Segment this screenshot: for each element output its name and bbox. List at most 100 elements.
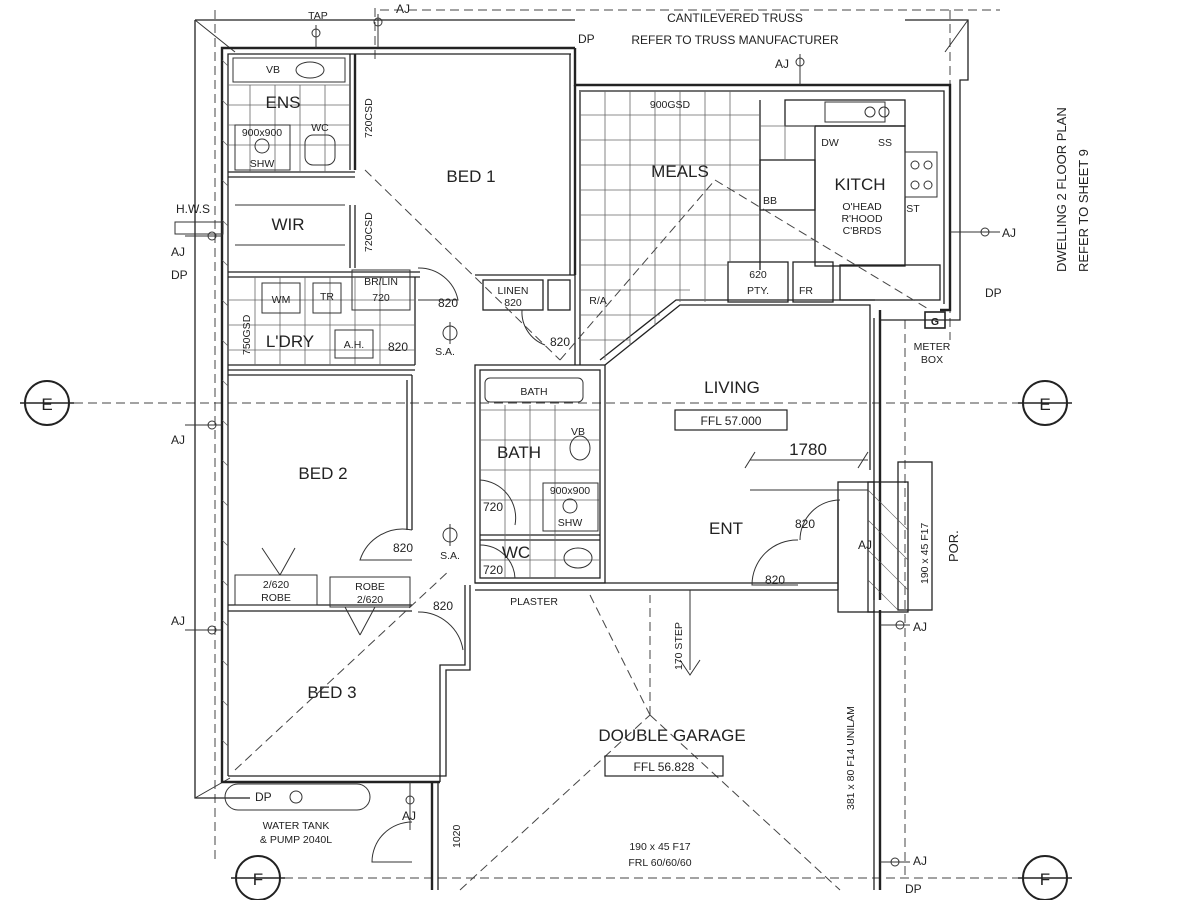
aj-marker-meals: AJ (775, 57, 789, 71)
dp-marker-left: DP (171, 268, 188, 282)
room-ent: ENT (709, 519, 743, 538)
side-note-line1: DWELLING 2 FLOOR PLAN (1054, 107, 1069, 272)
plaster-label: PLASTER (510, 596, 558, 608)
meter-box-line2: BOX (921, 354, 943, 366)
beam-porch-label: 190 x 45 F17 (919, 523, 931, 584)
water-tank-line2: & PUMP 2040L (260, 834, 332, 846)
linen-size: 820 (504, 297, 522, 309)
room-wir: WIR (271, 215, 304, 234)
bath-shower-size: 900x900 (550, 485, 590, 497)
beam-front-line2: FRL 60/60/60 (628, 857, 691, 869)
truss-note-line2: REFER TO TRUSS MANUFACTURER (631, 33, 839, 47)
linen-label: LINEN (498, 285, 529, 297)
beam-side-label: 381 x 80 F14 UNILAM (845, 706, 857, 810)
grid-bubble-f-right: F (1018, 855, 1072, 900)
dim-820-linen: 820 (550, 335, 570, 349)
fixtures (224, 57, 946, 811)
dim-820-ent2: 820 (765, 573, 785, 587)
bath-shower-label: SHW (558, 517, 583, 529)
robe1-label: ROBE (261, 592, 291, 604)
aj-marker-garage-bottom: AJ (913, 854, 927, 868)
aj-marker-right: AJ (1002, 226, 1016, 240)
ens-door-label: 720CSD (363, 98, 375, 138)
ldry-door-label: 750GSD (241, 314, 253, 355)
ra-label: R/A (589, 295, 607, 307)
st-label: ST (906, 203, 920, 215)
pantry-size: 620 (749, 269, 767, 281)
brlin-size: 720 (372, 292, 390, 304)
beam-front-line1: 190 x 45 F17 (629, 841, 690, 853)
ens-vb-label: VB (266, 64, 280, 76)
robe2-size: 2/620 (357, 594, 383, 606)
room-porch: POR. (946, 530, 961, 562)
dim-720-bath: 720 (483, 500, 503, 514)
ldry-tile-grid (228, 277, 415, 365)
room-bed2: BED 2 (298, 464, 347, 483)
smoke-alarm-1 (442, 322, 458, 344)
dim-820-ldry: 820 (388, 340, 408, 354)
grid-label: F (253, 870, 263, 889)
dp-marker-top: DP (578, 32, 595, 46)
ohead-line3: C'BRDS (843, 225, 882, 237)
room-bed3: BED 3 (307, 683, 356, 702)
room-ens: ENS (266, 93, 301, 112)
garage-ffl-box (604, 755, 724, 777)
garage-ffl: FFL 56.828 (634, 760, 695, 774)
room-bath: BATH (497, 443, 541, 462)
tr-label: TR (320, 291, 334, 303)
ohead-line2: R'HOOD (841, 213, 883, 225)
hws-label: H.W.S (176, 202, 210, 216)
living-ffl-box (674, 409, 788, 431)
truss-note-line1: CANTILEVERED TRUSS (667, 11, 803, 25)
room-bed1: BED 1 (446, 167, 495, 186)
grid-bubble-f-left: F (231, 855, 285, 900)
meter-box-line1: METER (914, 341, 951, 353)
pantry-label: PTY. (747, 285, 769, 297)
dim-820-ent1: 820 (795, 517, 815, 531)
room-kitch: KITCH (835, 175, 886, 194)
grid-label: E (1039, 395, 1050, 414)
bb-label: BB (763, 195, 777, 207)
wir-door-label: 720CSD (363, 212, 375, 252)
dim-1780: 1780 (789, 440, 827, 459)
meals-door-label: 900GSD (650, 99, 691, 111)
sa-label-2: S.A. (440, 550, 460, 562)
robe1-size: 2/620 (263, 579, 289, 591)
dim-1020: 1020 (451, 824, 463, 848)
fridge-label: FR (799, 285, 813, 297)
setout-lines (60, 8, 1020, 880)
dim-820-bed1: 820 (438, 296, 458, 310)
sa-label-1: S.A. (435, 346, 455, 358)
bath-tub-label: BATH (520, 386, 547, 398)
dimension-1780 (744, 451, 869, 491)
dim-820-bed2: 820 (393, 541, 413, 555)
ah-label: A.H. (344, 339, 364, 351)
room-living: LIVING (704, 378, 760, 397)
grid-bubble-e-left: E (20, 380, 74, 426)
robe2-label: ROBE (355, 581, 385, 593)
living-ffl: FFL 57.000 (701, 414, 762, 428)
ohead-line1: O'HEAD (842, 201, 882, 213)
step-label: 170 STEP (673, 622, 685, 670)
tap-label: TAP (308, 10, 328, 22)
dim-720-wc: 720 (483, 563, 503, 577)
aj-symbols (174, 14, 1000, 867)
grid-bubble-e-right: E (1018, 380, 1072, 426)
dw-label: DW (821, 137, 839, 149)
aj-marker-left2: AJ (171, 433, 185, 447)
aj-marker-bottom: AJ (402, 809, 416, 823)
dp-marker-bottom: DP (255, 790, 272, 804)
room-wc: WC (502, 543, 530, 562)
aj-marker-top: AJ (396, 2, 410, 16)
aj-marker-garage-right: AJ (913, 620, 927, 634)
aj-marker-left3: AJ (171, 614, 185, 628)
smoke-alarm-2 (442, 524, 458, 546)
dp-marker-garage: DP (905, 882, 922, 896)
bath-vb-label: VB (571, 426, 585, 438)
roof-hip-lines (234, 169, 931, 891)
door-swings (261, 267, 841, 863)
internal-walls (228, 54, 941, 782)
grid-label: E (41, 395, 52, 414)
ens-shower-label: SHW (250, 158, 275, 170)
